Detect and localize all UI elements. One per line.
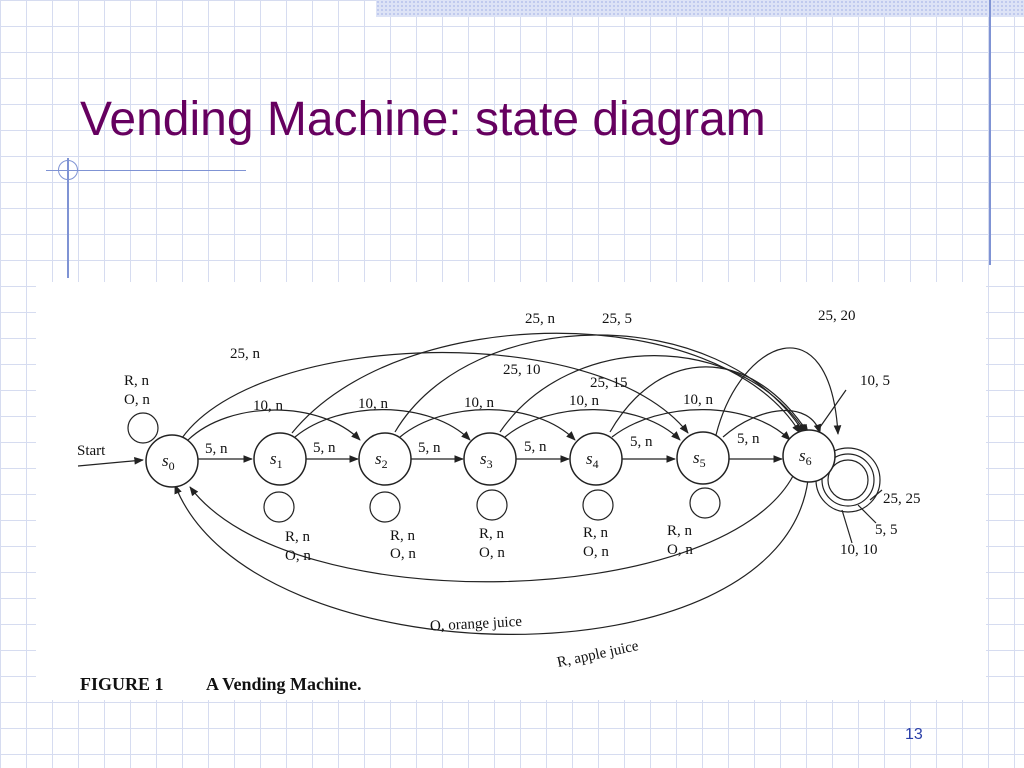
page-number: 13 <box>905 726 923 743</box>
edge-s0-s5-25 <box>181 351 689 439</box>
loop-s6-label-1: 25, 25 <box>883 491 921 507</box>
start-label: Start <box>77 443 106 459</box>
loop-s3 <box>476 489 508 521</box>
loop-s2-label-2: O, n <box>390 546 416 562</box>
top-decorative-band <box>376 0 1024 17</box>
figure-caption-text: A Vending Machine. <box>206 674 362 694</box>
edge-s0-s5-label: 25, n <box>230 346 261 362</box>
loop-s0 <box>127 412 159 444</box>
loop-s2-label-1: R, n <box>390 528 416 544</box>
loop-s3-label-1: R, n <box>479 526 505 542</box>
edge-s0-s1-label: 5, n <box>205 441 228 457</box>
loop-s6-a <box>827 459 869 501</box>
edge-s5-s6-10-leader <box>817 389 847 431</box>
state-s3-label: s3 <box>480 449 493 471</box>
title-accent-horizontal-rule <box>46 170 246 171</box>
label-apple-juice: R, apple juice <box>556 638 641 671</box>
edge-s2-s4-label: 10, n <box>464 395 495 411</box>
edge-s2-s4-10 <box>399 409 576 441</box>
loop-s6-leader-1 <box>869 489 883 501</box>
loop-s0-label-1: R, n <box>124 373 150 389</box>
edge-s1-s3-10 <box>294 409 471 441</box>
edge-s6-s0-apple <box>174 479 809 635</box>
label-orange-juice: O, orange juice <box>430 614 523 635</box>
figure-caption: FIGURE 1 A Vending Machine. <box>80 674 362 695</box>
state-s2-label: s2 <box>375 449 388 471</box>
edge-s1-s3-label: 10, n <box>358 396 389 412</box>
state-s5-label: s5 <box>693 448 706 470</box>
loop-s6-label-3: 10, 10 <box>840 542 878 558</box>
loop-s6-label-2: 5, 5 <box>875 522 898 538</box>
loop-s4-label-2: O, n <box>583 544 609 560</box>
loop-s2 <box>369 491 401 523</box>
loop-s6-leader-3 <box>841 509 853 544</box>
edge-s3-s6-25 <box>499 355 807 434</box>
edge-s5-s6-10 <box>722 410 822 438</box>
edge-s2-s6-25 <box>394 334 805 434</box>
start-arrow <box>77 456 144 467</box>
edge-s6-s0-orange <box>189 475 794 583</box>
loop-s0-label-2: O, n <box>124 392 150 408</box>
figure-panel: Start O, orange juice R, apple juice s0 … <box>36 282 986 700</box>
right-accent-rule <box>989 0 991 265</box>
state-s0-label: s0 <box>162 451 175 473</box>
state-s5 <box>676 431 730 485</box>
loop-s4-label-1: R, n <box>583 525 609 541</box>
edge-s3-s6-label: 25, 10 <box>503 362 541 378</box>
edge-s4-s6-label: 25, 15 <box>590 375 628 391</box>
state-s6 <box>782 429 836 483</box>
edge-s1-s2-label: 5, n <box>313 440 336 456</box>
state-s6-label: s6 <box>799 446 812 468</box>
edge-s4-s6-10 <box>611 409 791 441</box>
edge-s0-s2-10 <box>187 409 361 441</box>
edge-s0-s2-label: 10, n <box>253 398 284 414</box>
state-s2 <box>358 432 412 486</box>
title-accent-ring <box>58 160 78 180</box>
edge-s2-s3-label: 5, n <box>418 440 441 456</box>
edge-s5-s6-label-25: 25, 20 <box>818 308 856 324</box>
edge-s5-s6-label: 5, n <box>737 431 760 447</box>
edge-s3-s5-label: 10, n <box>569 393 600 409</box>
edge-s5-s6-10-label: 10, 5 <box>860 373 890 389</box>
loop-s1-label-2: O, n <box>285 548 311 564</box>
edge-s4-s5-label: 5, n <box>630 434 653 450</box>
loop-s5-label-2: O, n <box>667 542 693 558</box>
edge-s4-s6-25 <box>609 366 809 434</box>
state-s1 <box>253 432 307 486</box>
loop-s4 <box>582 489 614 521</box>
state-s3 <box>463 432 517 486</box>
edge-s4-s6-label: 10, n <box>683 392 714 408</box>
loop-s5 <box>689 487 721 519</box>
state-s1-label: s1 <box>270 449 283 471</box>
state-s0 <box>145 434 199 488</box>
state-s4 <box>569 432 623 486</box>
loop-s1 <box>263 491 295 523</box>
slide-title: Vending Machine: state diagram <box>80 93 766 146</box>
title-accent-vertical-rule <box>67 158 69 278</box>
loop-s3-label-2: O, n <box>479 545 505 561</box>
edge-s2-s6-label: 25, 5 <box>602 311 632 327</box>
state-diagram: Start O, orange juice R, apple juice s0 … <box>77 308 921 671</box>
edge-s3-s4-label: 5, n <box>524 439 547 455</box>
loop-s5-label-1: R, n <box>667 523 693 539</box>
figure-caption-label: FIGURE 1 <box>80 674 164 694</box>
edge-s1-s6-label: 25, n <box>525 311 556 327</box>
state-s4-label: s4 <box>586 449 599 471</box>
loop-s6-b <box>821 453 875 507</box>
loop-s6-leader-2 <box>857 504 877 524</box>
edge-s3-s5-10 <box>504 409 681 441</box>
edge-s1-s6-25 <box>291 332 801 434</box>
loop-s1-label-1: R, n <box>285 529 311 545</box>
edge-s5-s6-25 <box>715 347 842 436</box>
